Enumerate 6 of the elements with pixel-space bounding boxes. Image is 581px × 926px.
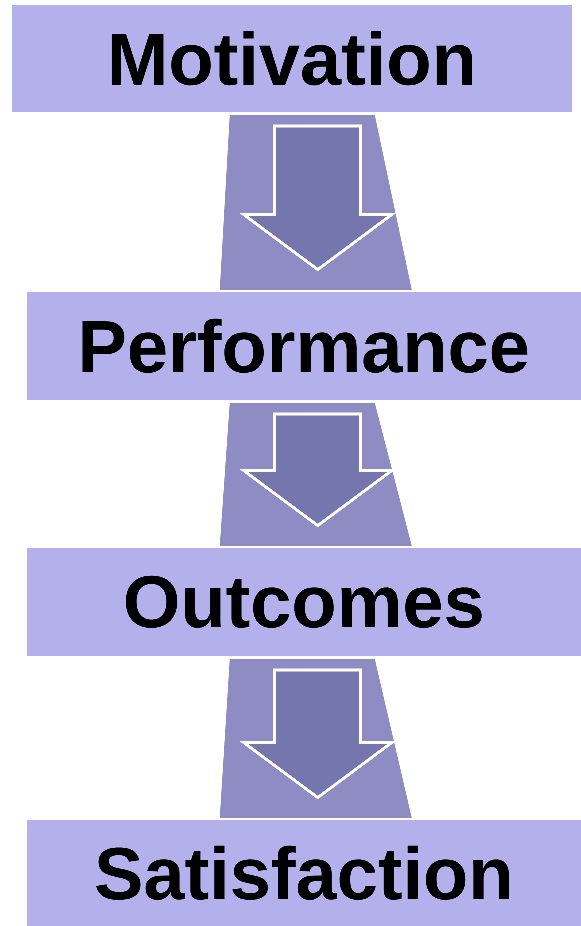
process-box: Performance: [27, 292, 581, 400]
arrow: [239, 668, 397, 800]
process-box: Satisfaction: [27, 820, 581, 926]
process-box: Outcomes: [27, 548, 581, 656]
process-box: Motivation: [12, 5, 572, 112]
arrow: [239, 124, 397, 272]
